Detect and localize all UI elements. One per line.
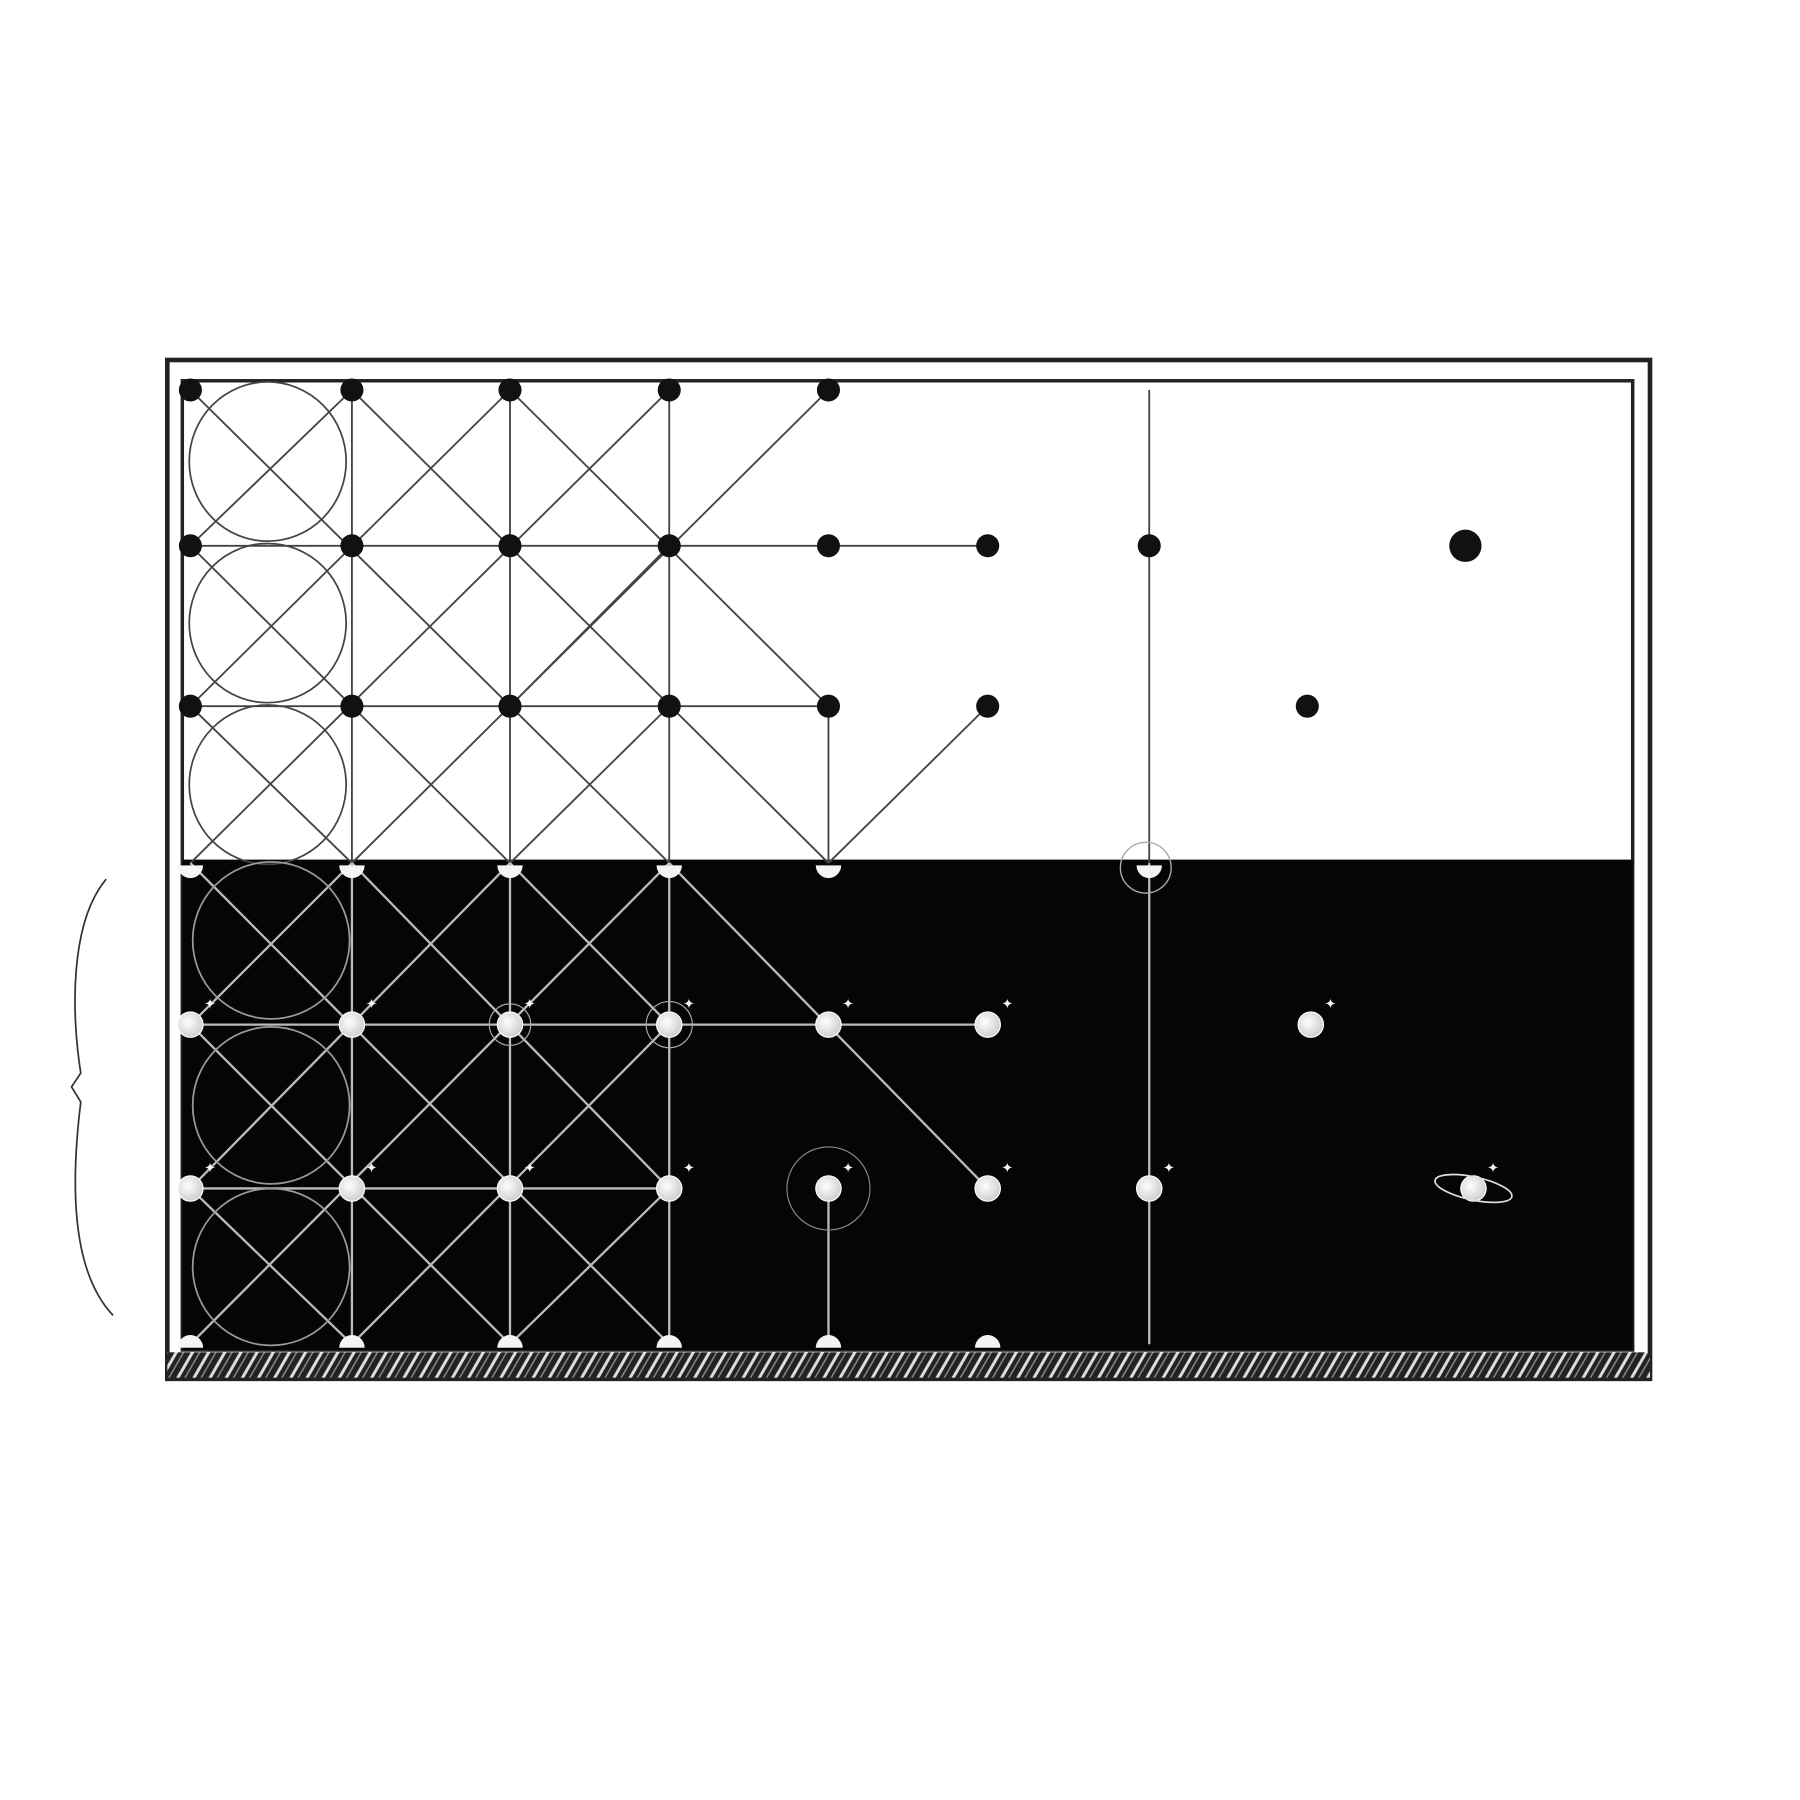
pencil-line: [827, 705, 989, 864]
ink-dot: [340, 378, 364, 402]
sparkle-icon: ✦: [683, 996, 695, 1012]
setting-star: [975, 1335, 1001, 1348]
orbit-icon: [1119, 841, 1172, 894]
sparkle-icon: ✦: [204, 996, 216, 1012]
sparkle-icon: ✦: [1002, 1160, 1014, 1176]
guide-circle: [191, 1187, 351, 1347]
sparkle-icon: ✦: [524, 1160, 536, 1176]
guide-circle: [188, 542, 348, 704]
chalk-line: [509, 1187, 671, 1346]
ink-dot: [976, 694, 1000, 718]
sparkle-icon: ✦: [1487, 1160, 1499, 1176]
outer-frame: [165, 357, 1653, 1382]
star: [1135, 1175, 1163, 1202]
setting-star: [497, 1335, 523, 1348]
orbit-icon: [1434, 1173, 1513, 1204]
star: [177, 1175, 204, 1202]
star: [496, 1011, 524, 1038]
guide-circle: [191, 1026, 351, 1185]
ink-dot: [340, 694, 364, 718]
star: [815, 1175, 842, 1202]
ink-dot: [1295, 694, 1319, 718]
ink-dot: [657, 378, 681, 402]
rising-star: [815, 865, 842, 879]
ink-dot: [498, 534, 522, 558]
ink-dot: [1449, 529, 1482, 562]
star: [177, 1011, 204, 1038]
star: [496, 1175, 524, 1202]
orbit-icon: [488, 1003, 532, 1046]
sparkle-icon: ✦: [1163, 1160, 1175, 1176]
guide-circle: [188, 704, 348, 866]
rising-star: [497, 865, 523, 879]
rising-star: [177, 865, 204, 879]
star: [1460, 1175, 1487, 1202]
ink-dot: [340, 534, 364, 558]
sparkle-icon: ✦: [842, 1160, 854, 1176]
sparkle-icon: ✦: [842, 996, 854, 1012]
sparkle-icon: ✦: [1002, 996, 1014, 1012]
rising-star: [339, 865, 365, 879]
star: [974, 1011, 1001, 1038]
chalk-line: [189, 1187, 353, 1346]
guide-circle: [191, 861, 351, 1020]
ink-dot: [498, 694, 522, 718]
ink-dot: [976, 534, 1000, 558]
hatched-base: [167, 1352, 1650, 1378]
rising-star: [1136, 865, 1162, 879]
chalk-line: [189, 862, 671, 1346]
star: [815, 1011, 842, 1038]
orbit-icon: [645, 1000, 693, 1049]
ink-dot: [816, 378, 840, 402]
setting-star: [177, 1335, 204, 1348]
pencil-line: [189, 389, 670, 864]
setting-star: [815, 1335, 842, 1348]
ink-dot: [178, 378, 202, 402]
night-constellation: ✦ ✦ ✦ ✦ ✦ ✦ ✦ ✦ ✦ ✦ ✦ ✦ ✦ ✦ ✦: [177, 841, 1513, 1348]
night-region: [182, 859, 1633, 1350]
ink-dot: [657, 534, 681, 558]
guide-circle: [188, 381, 348, 543]
ink-dot: [178, 534, 202, 558]
rising-star: [656, 865, 682, 879]
pencil-line: [189, 389, 353, 547]
setting-star: [339, 1335, 365, 1348]
ink-dot: [1137, 534, 1161, 558]
sparkle-icon: ✦: [524, 996, 536, 1012]
ink-dot: [816, 694, 840, 718]
star: [338, 1011, 366, 1038]
star: [1297, 1011, 1325, 1038]
pencil-line: [509, 705, 670, 864]
star: [338, 1175, 366, 1202]
sparkle-icon: ✦: [683, 1160, 695, 1176]
sparkle-icon: ✦: [1325, 996, 1337, 1012]
pencil-line: [509, 545, 670, 707]
orbit-icon: [786, 1146, 871, 1231]
ink-dot: [178, 694, 202, 718]
star: [655, 1175, 683, 1202]
star: [974, 1175, 1001, 1202]
ink-dot: [816, 534, 840, 558]
sparkle-icon: ✦: [366, 996, 378, 1012]
ink-dot: [498, 378, 522, 402]
ink-dot: [657, 694, 681, 718]
curly-brace-icon: [70, 878, 114, 1316]
sparkle-icon: ✦: [366, 1160, 378, 1176]
pencil-line: [189, 705, 353, 864]
day-constellation: [178, 378, 1482, 866]
star: [655, 1011, 683, 1038]
sparkle-icon: ✦: [204, 1160, 216, 1176]
setting-star: [656, 1335, 682, 1348]
